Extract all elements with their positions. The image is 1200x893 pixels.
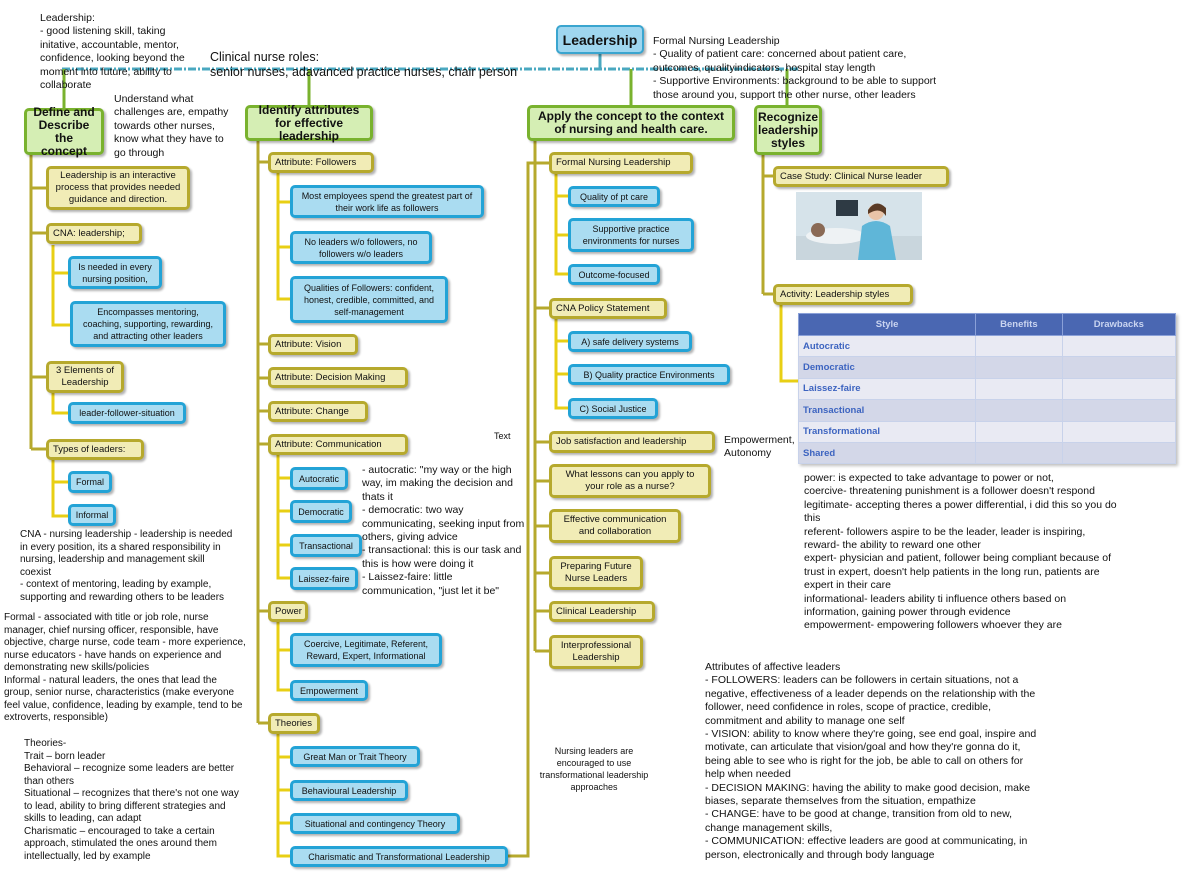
node-formal[interactable]: Formal: [68, 471, 112, 493]
node-attribute-followers[interactable]: Attribute: Followers: [268, 152, 374, 173]
node-great-man-theory[interactable]: Great Man or Trait Theory: [290, 746, 420, 767]
leadership-qualities-note: Leadership: - good listening skill, taki…: [40, 12, 185, 92]
node-case-study[interactable]: Case Study: Clinical Nurse leader: [773, 166, 949, 187]
node-qualities-of-followers[interactable]: Qualities of Followers: confident, hones…: [290, 276, 448, 323]
table-row: Transformational: [797, 420, 1177, 443]
node-transactional[interactable]: Transactional: [290, 534, 362, 557]
node-safe-delivery-systems[interactable]: A) safe delivery systems: [568, 331, 692, 352]
node-cna-policy-statement[interactable]: CNA Policy Statement: [549, 298, 667, 319]
node-attribute-change[interactable]: Attribute: Change: [268, 401, 368, 422]
node-power-types[interactable]: Coercive, Legitimate, Referent, Reward, …: [290, 633, 442, 667]
clinical-nurse-roles-note: Clinical nurse roles: senior nurses, ada…: [210, 50, 518, 79]
drawbacks-cell[interactable]: [1061, 334, 1177, 358]
table-row: Laissez-faire: [797, 377, 1177, 401]
style-cell: Transformational: [797, 420, 977, 443]
style-cell: Autocratic: [797, 334, 977, 358]
style-cell: Shared: [797, 441, 977, 465]
node-interprofessional-leadership[interactable]: Interprofessional Leadership: [549, 635, 643, 669]
main-node-apply[interactable]: Apply the concept to the context of nurs…: [527, 105, 735, 141]
table-header-benefits: Benefits: [975, 313, 1063, 336]
node-quality-pt-care[interactable]: Quality of pt care: [568, 186, 660, 207]
benefits-cell[interactable]: [975, 377, 1063, 401]
theories-note: Theories- Trait – born leader Behavioral…: [24, 738, 239, 862]
node-supportive-environments[interactable]: Supportive practice environments for nur…: [568, 218, 694, 252]
node-interactive-process[interactable]: Leadership is an interactive process tha…: [46, 166, 190, 210]
benefits-cell[interactable]: [975, 356, 1063, 379]
node-types-of-leaders[interactable]: Types of leaders:: [46, 439, 144, 460]
node-cna-leadership[interactable]: CNA: leadership;: [46, 223, 142, 244]
drawbacks-cell[interactable]: [1061, 399, 1177, 422]
node-formal-nursing-leadership[interactable]: Formal Nursing Leadership: [549, 152, 693, 174]
node-activity-leadership-styles[interactable]: Activity: Leadership styles: [773, 284, 913, 305]
drawbacks-cell[interactable]: [1061, 420, 1177, 443]
node-power[interactable]: Power: [268, 601, 308, 622]
table-row: Autocratic: [797, 334, 1177, 358]
cna-nursing-leadership-note: CNA - nursing leadership - leadership is…: [20, 529, 233, 603]
node-effective-communication[interactable]: Effective communication and collaboratio…: [549, 509, 681, 543]
node-democratic[interactable]: Democratic: [290, 500, 352, 523]
node-informal[interactable]: Informal: [68, 504, 116, 526]
node-attribute-vision[interactable]: Attribute: Vision: [268, 334, 358, 355]
node-preparing-future-leaders[interactable]: Preparing Future Nurse Leaders: [549, 556, 643, 590]
table-row: Transactional: [797, 399, 1177, 422]
drawbacks-cell[interactable]: [1061, 377, 1177, 401]
attributes-of-leaders-note: Attributes of affective leaders - FOLLOW…: [705, 661, 1037, 861]
node-laissez-faire[interactable]: Laissez-faire: [290, 567, 358, 590]
node-3-elements[interactable]: 3 Elements of Leadership: [46, 361, 124, 393]
node-behavioural-leadership[interactable]: Behavioural Leadership: [290, 780, 408, 801]
node-situational-theory[interactable]: Situational and contingency Theory: [290, 813, 460, 834]
node-most-employees[interactable]: Most employees spend the greatest part o…: [290, 185, 484, 218]
node-leader-follower-situation[interactable]: leader-follower-situation: [68, 402, 186, 424]
benefits-cell[interactable]: [975, 441, 1063, 465]
node-attribute-decision-making[interactable]: Attribute: Decision Making: [268, 367, 408, 388]
communication-styles-note: - autocratic: "my way or the high way, i…: [362, 464, 525, 597]
table-row: Shared: [797, 441, 1177, 465]
formal-nursing-leadership-note: Formal Nursing Leadership - Quality of p…: [653, 35, 937, 101]
table-header-drawbacks: Drawbacks: [1061, 313, 1177, 336]
nurse-patient-image-icon: [796, 192, 922, 260]
main-node-recognize[interactable]: Recognize leadership styles: [754, 105, 822, 155]
main-node-define[interactable]: Define and Describe the concept: [24, 105, 104, 157]
power-note: power: is expected to take advantage to …: [804, 472, 1117, 632]
transformational-note: Nursing leaders are encouraged to use tr…: [539, 746, 649, 792]
style-cell: Laissez-faire: [797, 377, 977, 401]
node-autocratic[interactable]: Autocratic: [290, 467, 348, 490]
benefits-cell[interactable]: [975, 334, 1063, 358]
node-social-justice[interactable]: C) Social Justice: [568, 398, 658, 419]
node-attribute-communication[interactable]: Attribute: Communication: [268, 434, 408, 455]
style-cell: Democratic: [797, 356, 977, 379]
drawbacks-cell[interactable]: [1061, 356, 1177, 379]
empowerment-autonomy-note: Empowerment, Autonomy: [724, 434, 795, 460]
benefits-cell[interactable]: [975, 399, 1063, 422]
node-no-leaders[interactable]: No leaders w/o followers, no followers w…: [290, 231, 432, 264]
table-header-style: Style: [797, 313, 977, 336]
node-outcome-focused[interactable]: Outcome-focused: [568, 264, 660, 285]
main-node-identify[interactable]: Identify attributes for effective leader…: [245, 103, 373, 142]
understand-challenges-note: Understand what challenges are, empathy …: [114, 93, 229, 159]
text-overlay: Text: [494, 431, 511, 441]
style-cell: Transactional: [797, 399, 977, 422]
node-charismatic-transformational[interactable]: Charismatic and Transformational Leaders…: [290, 846, 508, 867]
node-encompasses-mentoring[interactable]: Encompasses mentoring, coaching, support…: [70, 301, 226, 347]
leadership-styles-table: Style Benefits Drawbacks Autocratic Demo…: [797, 313, 1177, 465]
drawbacks-cell[interactable]: [1061, 441, 1177, 465]
node-what-lessons[interactable]: What lessons can you apply to your role …: [549, 464, 711, 498]
node-theories[interactable]: Theories: [268, 713, 320, 734]
node-clinical-leadership[interactable]: Clinical Leadership: [549, 601, 655, 622]
node-quality-practice-environments[interactable]: B) Quality practice Environments: [568, 364, 730, 385]
node-needed-every-position[interactable]: Is needed in every nursing position,: [68, 256, 162, 289]
node-empowerment[interactable]: Empowerment: [290, 680, 368, 701]
nurse-patient-photo: [796, 192, 922, 260]
table-row: Democratic: [797, 356, 1177, 379]
formal-informal-leaders-note: Formal - associated with title or job ro…: [4, 612, 246, 723]
benefits-cell[interactable]: [975, 420, 1063, 443]
node-job-satisfaction[interactable]: Job satisfaction and leadership: [549, 431, 715, 453]
root-node-leadership[interactable]: Leadership: [556, 25, 644, 54]
